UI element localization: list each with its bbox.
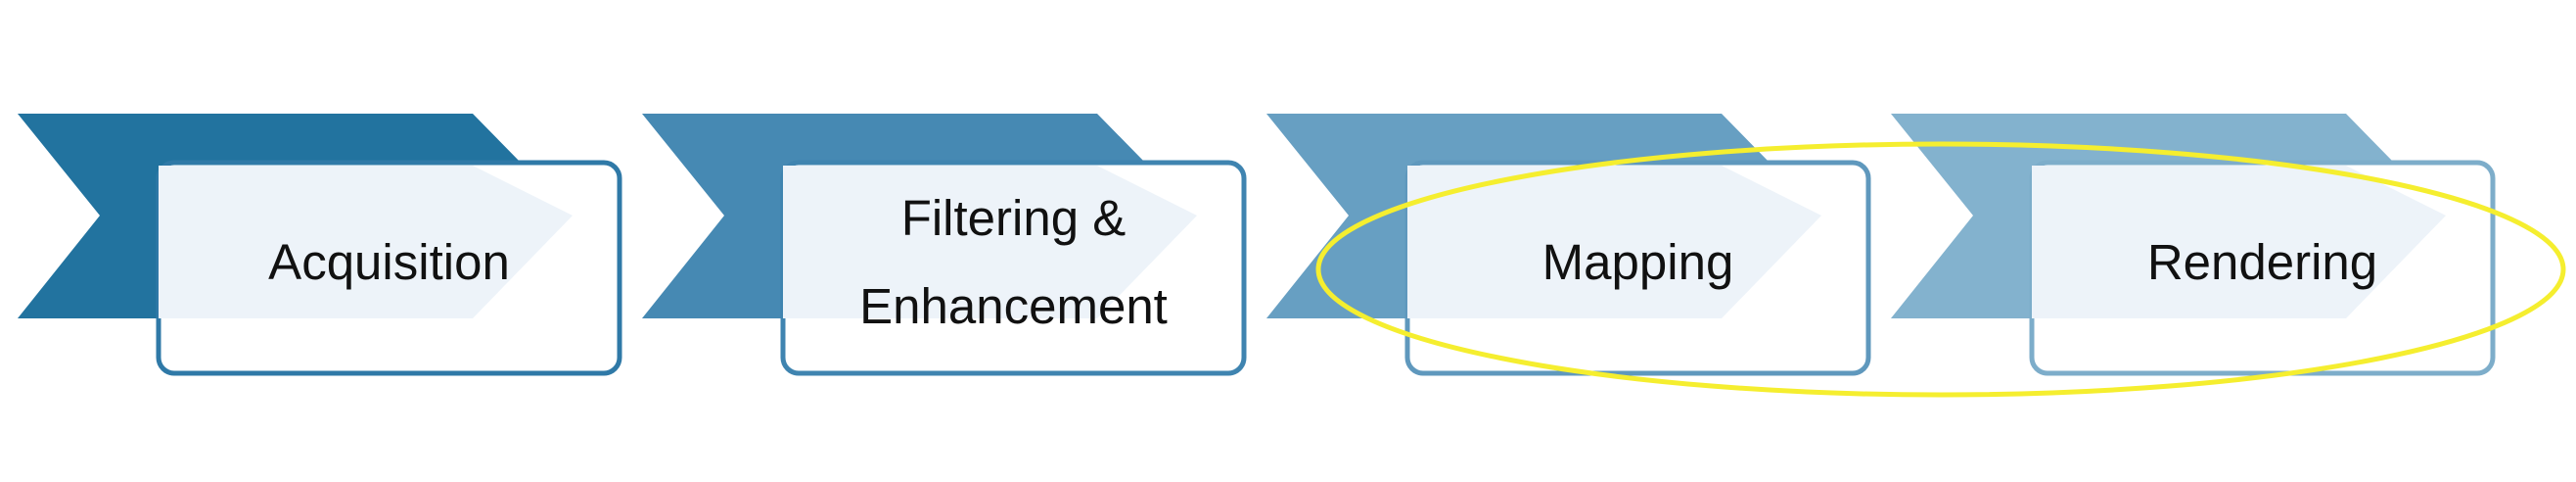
step-rendering: Rendering	[1891, 114, 2496, 376]
highlight-ellipse	[1315, 141, 2566, 398]
step-filtering-enhancement: Filtering & Enhancement	[642, 114, 1247, 376]
step-label: Acquisition	[268, 234, 510, 290]
step-label: Mapping	[1542, 234, 1734, 290]
chevron-overlay	[159, 166, 573, 318]
step-label: Rendering	[2147, 234, 2377, 290]
step-label: Enhancement	[859, 278, 1168, 334]
pipeline-steps: Acquisition Filtering & Enhancement Mapping…	[18, 114, 2496, 376]
step-mapping: Mapping	[1266, 114, 1871, 376]
step-acquisition: Acquisition	[18, 114, 622, 376]
chevron-overlay	[2032, 166, 2446, 318]
chevron-overlay	[1407, 166, 1821, 318]
step-label: Filtering &	[901, 190, 1127, 246]
chevron-overlay	[783, 166, 1197, 318]
highlight-layer	[1315, 141, 2566, 398]
